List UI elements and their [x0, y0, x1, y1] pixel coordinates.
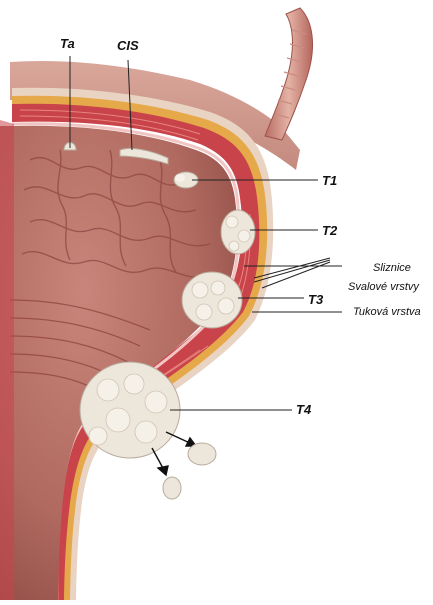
ureter: [265, 8, 313, 140]
tumor-t4: [80, 362, 180, 458]
label-cis: CIS: [117, 38, 139, 53]
tumor-t2: [221, 210, 255, 254]
section-edge: [0, 120, 14, 600]
tumor-t3: [182, 272, 242, 328]
label-t1: T1: [322, 173, 337, 188]
label-t2: T2: [322, 223, 338, 238]
label-t4: T4: [296, 402, 312, 417]
label-t3: T3: [308, 292, 324, 307]
label-sliznice: Sliznice: [373, 262, 411, 274]
label-svalove-vrstvy: Svalové vrstvy: [348, 281, 420, 293]
metastasis-nodules: [163, 443, 216, 499]
label-ta: Ta: [60, 36, 75, 51]
label-tukova-vrstva: Tuková vrstva: [353, 306, 421, 318]
